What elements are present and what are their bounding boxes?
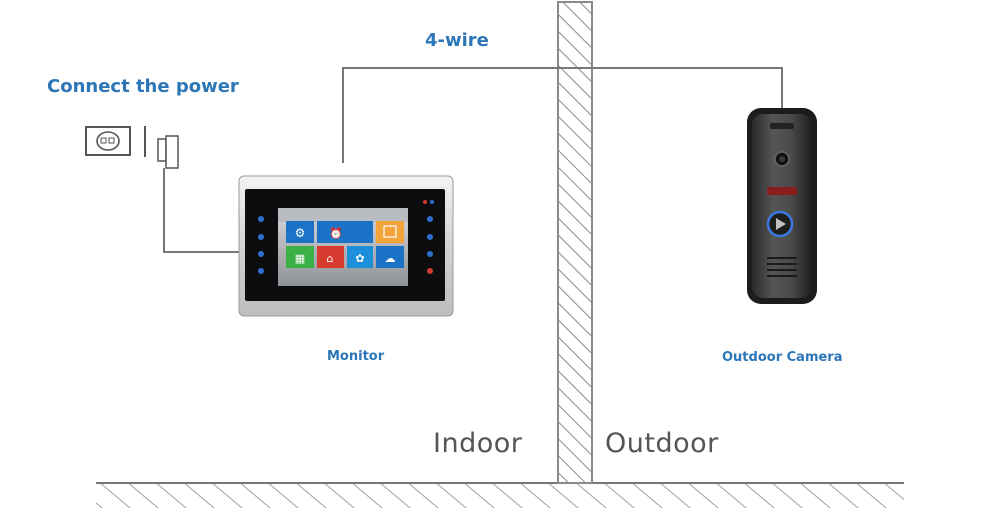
power-cable xyxy=(163,168,242,253)
power-outlet-icon xyxy=(85,126,131,156)
outdoor-camera-label: Outdoor Camera xyxy=(722,350,843,365)
svg-text:☁: ☁ xyxy=(385,252,396,265)
connect-power-label: Connect the power xyxy=(47,76,239,97)
svg-text:▦: ▦ xyxy=(295,252,305,265)
outdoor-label: Outdoor xyxy=(605,428,719,459)
wall xyxy=(557,1,593,484)
svg-text:⚙: ⚙ xyxy=(295,226,306,240)
power-plug-icon xyxy=(157,135,179,169)
svg-text:✿: ✿ xyxy=(355,252,364,265)
monitor-device: ⚙ ⏰ ▦ ⌂ ✿ ☁ xyxy=(238,175,454,317)
svg-text:⌂: ⌂ xyxy=(327,252,334,265)
ground xyxy=(96,482,904,508)
outdoor-camera-device xyxy=(747,108,817,304)
indoor-label: Indoor xyxy=(433,428,523,459)
svg-text:⏰: ⏰ xyxy=(329,226,343,240)
four-wire-label: 4-wire xyxy=(425,30,489,51)
monitor-label: Monitor xyxy=(327,349,385,364)
four-wire-cable xyxy=(342,67,783,163)
